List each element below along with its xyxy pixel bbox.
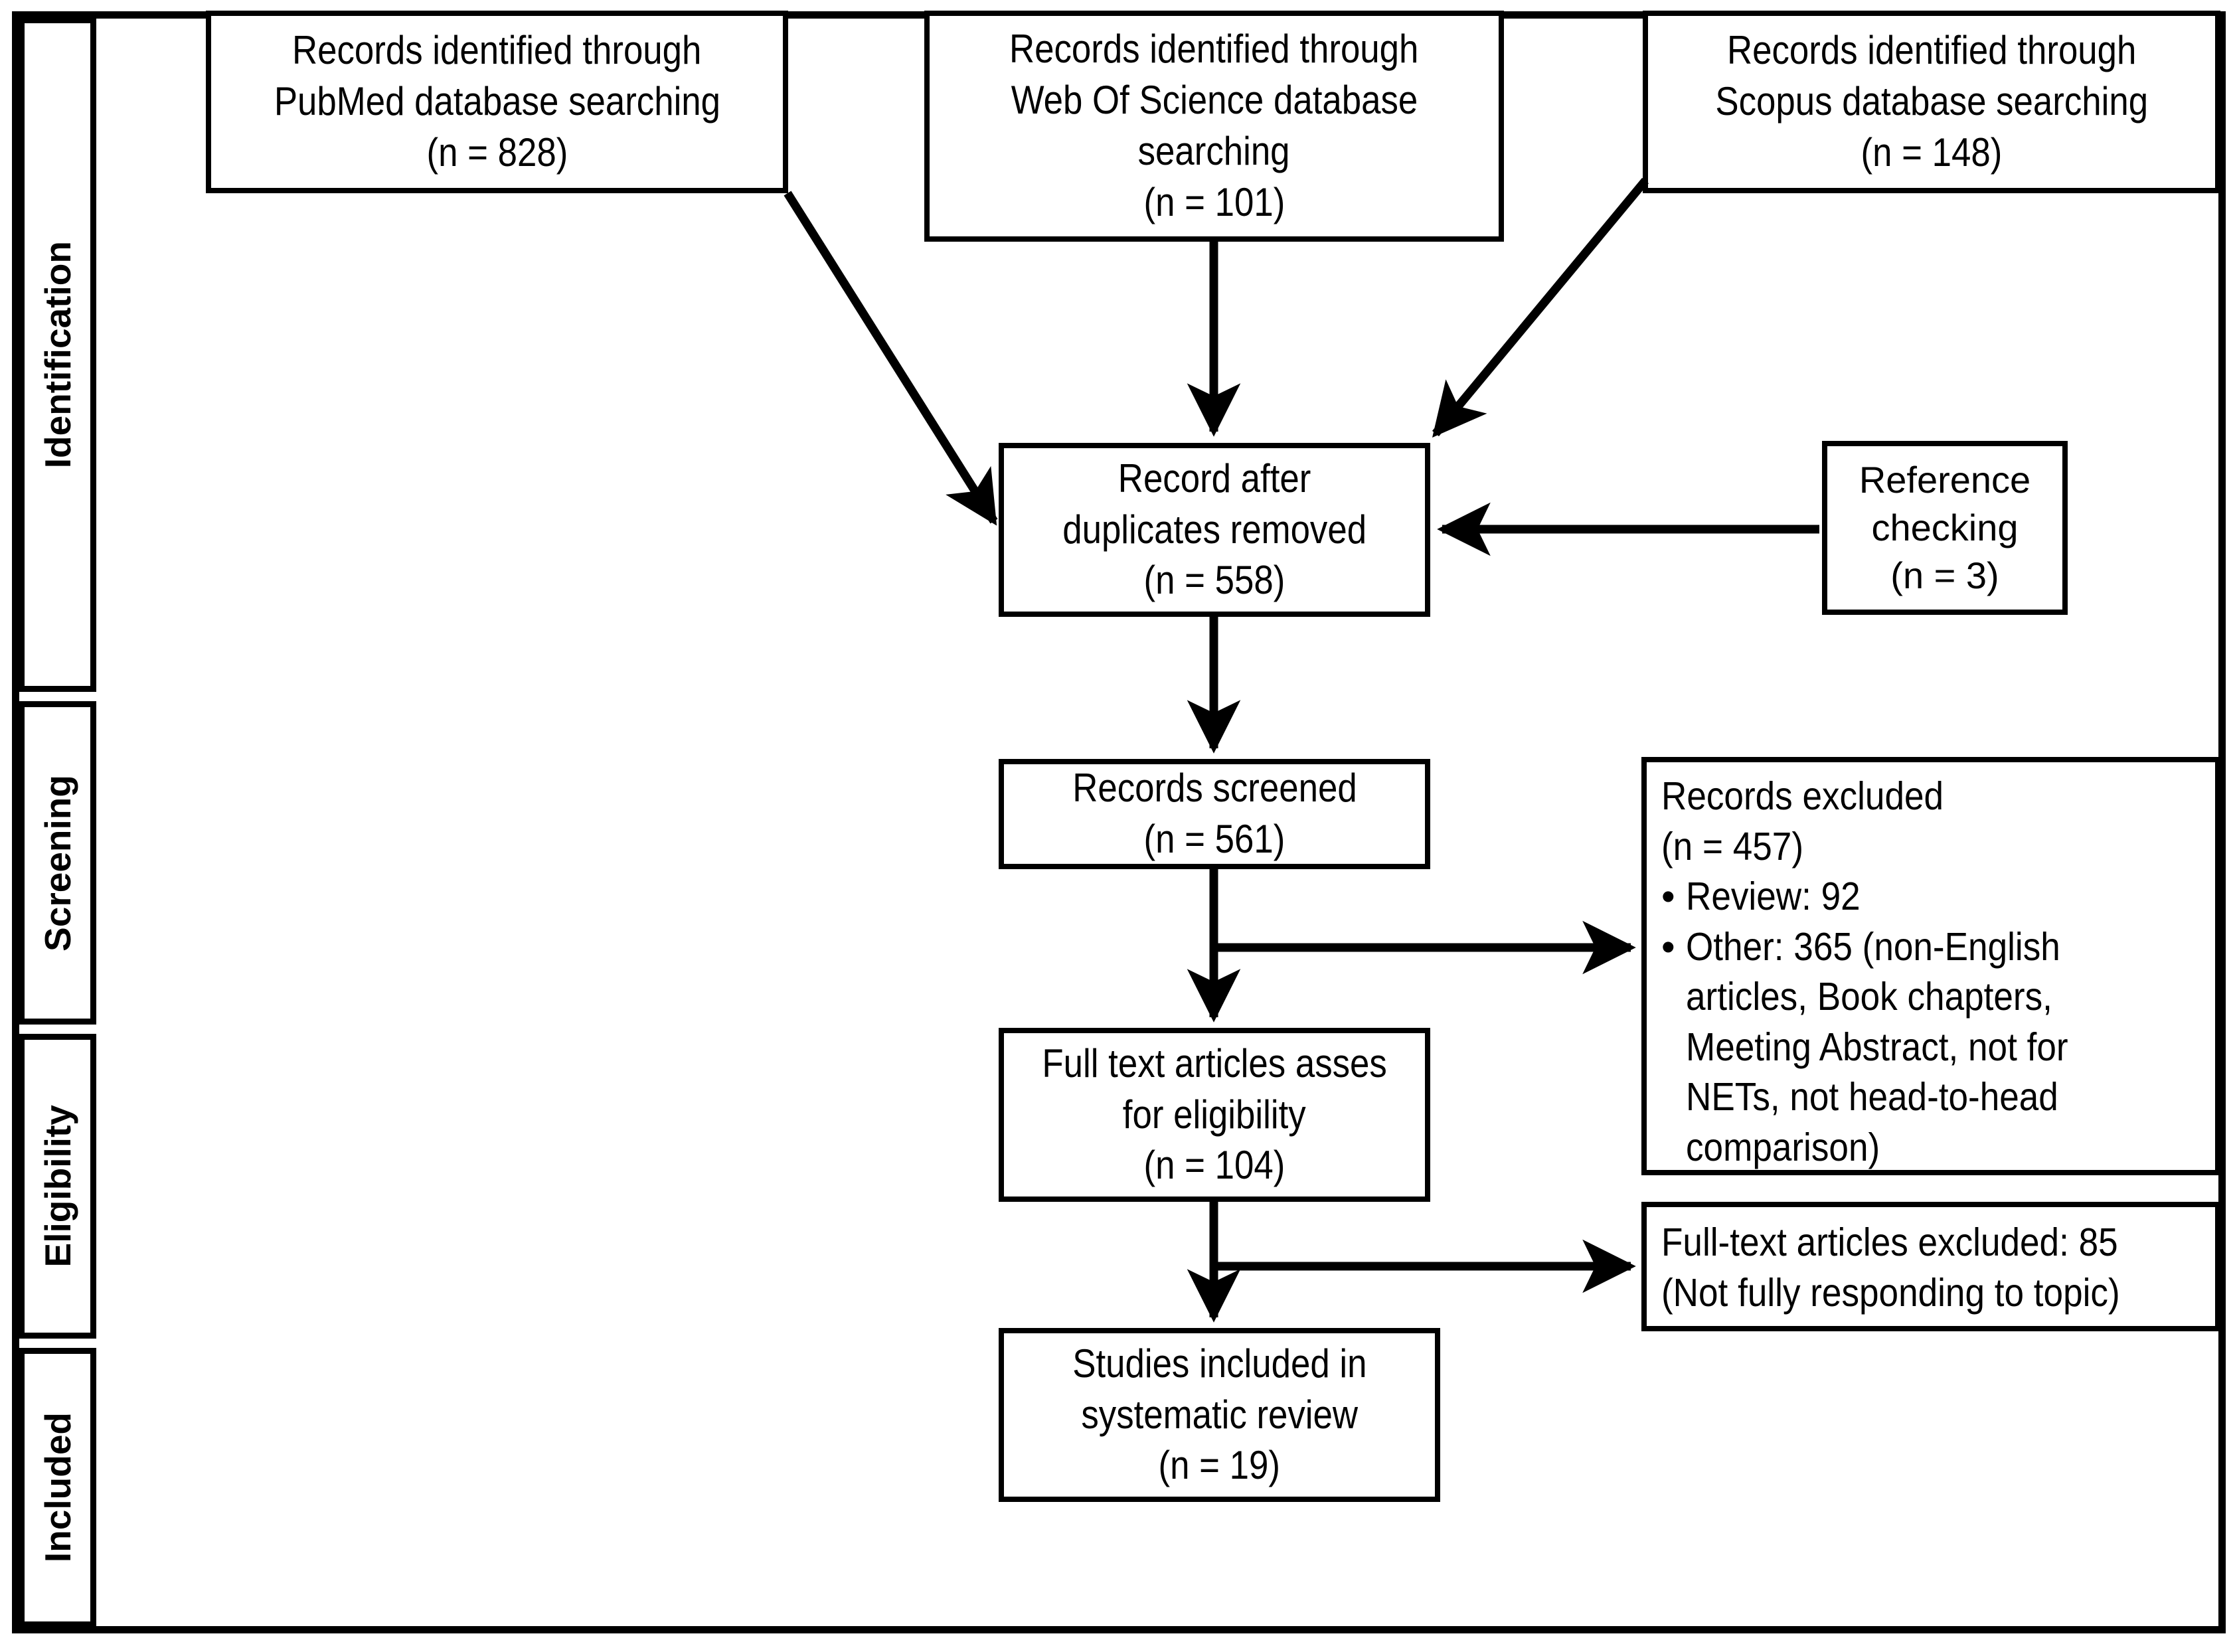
box-web-of-science-records: Records identified through Web Of Scienc…	[924, 11, 1504, 242]
wos-line-3: searching	[1138, 129, 1290, 173]
stage-label-eligibility: Eligibility	[37, 1105, 78, 1268]
reference-checking-line-3: (n = 3)	[1890, 554, 1999, 596]
bullet-marker-icon: •	[1661, 924, 1675, 969]
duplicates-line-3: (n = 558)	[1143, 558, 1285, 603]
records-screened-line-2: (n = 561)	[1143, 817, 1285, 861]
box-records-excluded: Records excluded (n = 457) • Review: 92 …	[1641, 757, 2220, 1175]
box-scopus-records: Records identified through Scopus databa…	[1643, 11, 2220, 193]
duplicates-line-2: duplicates removed	[1062, 507, 1367, 552]
pubmed-line-1: Records identified through	[292, 28, 702, 73]
stage-band-screening: Screening	[19, 701, 96, 1025]
full-text-assessed-line-2: for eligibility	[1123, 1092, 1306, 1137]
wos-line-2: Web Of Science database	[1011, 78, 1418, 123]
full-text-excluded-line-1: Full-text articles excluded: 85	[1661, 1220, 2118, 1264]
scopus-line-3: (n = 148)	[1861, 129, 2003, 175]
pubmed-line-2: PubMed database searching	[274, 79, 720, 124]
pubmed-line-3: (n = 828)	[426, 129, 568, 175]
full-text-excluded-line-2: (Not fully responding to topic)	[1661, 1270, 2120, 1315]
records-excluded-line-2: (n = 457)	[1661, 824, 1804, 868]
box-records-after-duplicates: Record after duplicates removed (n = 558…	[999, 443, 1430, 617]
studies-included-line-2: systematic review	[1081, 1392, 1358, 1437]
wos-line-1: Records identified through	[1009, 27, 1419, 72]
box-records-screened: Records screened (n = 561)	[999, 759, 1430, 869]
box-studies-included: Studies included in systematic review (n…	[999, 1328, 1440, 1502]
box-pubmed-records: Records identified through PubMed databa…	[206, 11, 788, 193]
stage-band-eligibility: Eligibility	[19, 1034, 96, 1339]
stage-label-included: Included	[37, 1412, 78, 1563]
stage-band-identification: Identification	[19, 17, 96, 692]
bullet-marker-icon: •	[1661, 874, 1675, 919]
studies-included-line-3: (n = 19)	[1158, 1443, 1281, 1488]
stage-band-included: Included	[19, 1348, 96, 1627]
scopus-line-2: Scopus database searching	[1715, 79, 2148, 124]
full-text-assessed-line-3: (n = 104)	[1143, 1143, 1285, 1188]
records-excluded-bullet-review: • Review: 92	[1661, 872, 2204, 922]
box-full-text-assessed: Full text articles asses for eligibility…	[999, 1028, 1430, 1202]
records-excluded-bullet-2-text: Other: 365 (non-English articles, Book c…	[1685, 924, 2068, 1169]
box-reference-checking: Reference checking (n = 3)	[1822, 441, 2068, 615]
scopus-line-1: Records identified through	[1726, 28, 2137, 73]
studies-included-line-1: Studies included in	[1072, 1341, 1367, 1386]
duplicates-line-1: Record after	[1118, 455, 1311, 501]
wos-line-4: (n = 101)	[1143, 179, 1285, 224]
records-excluded-line-1: Records excluded	[1661, 774, 1944, 818]
box-full-text-excluded: Full-text articles excluded: 85 (Not ful…	[1641, 1202, 2220, 1331]
reference-checking-line-1: Reference	[1859, 459, 2031, 501]
records-excluded-bullet-other: • Other: 365 (non-English articles, Book…	[1661, 922, 2204, 1173]
stage-label-screening: Screening	[37, 774, 78, 951]
records-excluded-bullet-1-text: Review: 92	[1685, 874, 1861, 919]
full-text-assessed-line-1: Full text articles asses	[1042, 1040, 1387, 1086]
stage-label-identification: Identification	[37, 240, 78, 469]
reference-checking-line-2: checking	[1871, 507, 2019, 549]
records-screened-line-1: Records screened	[1072, 766, 1357, 811]
